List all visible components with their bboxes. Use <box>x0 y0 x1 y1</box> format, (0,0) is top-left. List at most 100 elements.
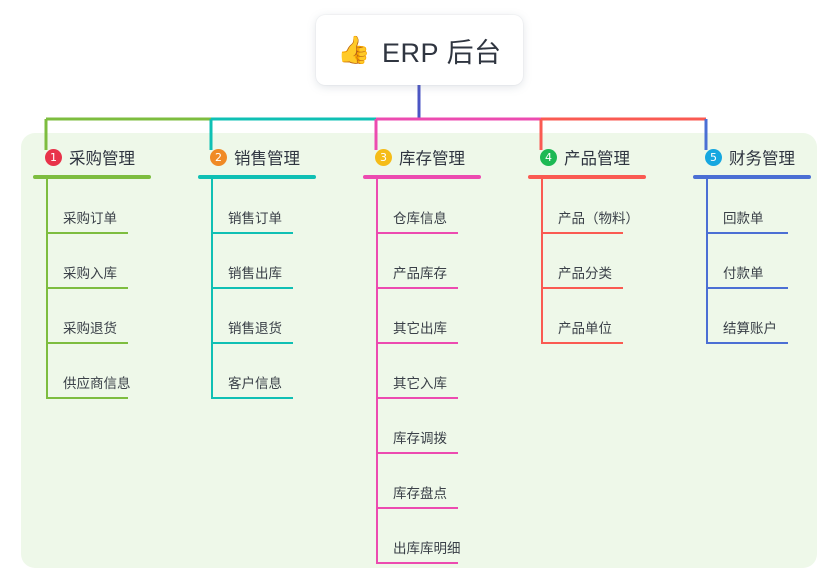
leaf-node-rule <box>376 452 458 454</box>
leaf-node[interactable]: 产品（物料） <box>528 179 646 234</box>
leaf-node-label: 付款单 <box>723 266 764 281</box>
leaf-node-rule <box>541 287 623 289</box>
branch-header-3[interactable]: 3 库存管理 <box>363 145 481 169</box>
leaf-node-rule <box>706 342 788 344</box>
branch-spine <box>376 179 378 564</box>
branch-number-badge: 4 <box>540 148 557 166</box>
leaf-node-rule <box>211 232 293 234</box>
leaf-node-label: 其它入库 <box>393 376 447 391</box>
leaf-node[interactable]: 产品单位 <box>528 289 646 344</box>
diagram-panel-background <box>21 133 817 568</box>
branch-column-4: 4 产品管理产品（物料） 产品分类产品单位 <box>528 145 646 344</box>
branch-title: 产品管理 <box>564 150 630 168</box>
branch-header-rule <box>33 175 151 179</box>
leaf-node-rule <box>376 342 458 344</box>
leaf-node-label: 销售退货 <box>228 321 282 336</box>
leaf-node-rule <box>46 397 128 399</box>
branch-header-rule <box>693 175 811 179</box>
leaf-node-label: 库存盘点 <box>393 486 447 501</box>
leaf-node-rule <box>376 287 458 289</box>
leaf-node[interactable]: 出库库明细 <box>363 509 481 564</box>
leaf-node-label: 产品（物料） <box>558 211 639 226</box>
leaf-node-label: 采购入库 <box>63 266 117 281</box>
branch-leaf-list: 销售订单销售出库销售退货客户信息 <box>198 179 316 399</box>
branch-title: 库存管理 <box>399 150 465 168</box>
leaf-node[interactable]: 其它出库 <box>363 289 481 344</box>
branch-column-3: 3 库存管理仓库信息产品库存其它出库其它入库库存调拨库存盘点出库库明细 <box>363 145 481 564</box>
leaf-node[interactable]: 客户信息 <box>198 344 316 399</box>
branch-number-badge: 5 <box>705 148 722 166</box>
leaf-node-rule <box>376 232 458 234</box>
branch-header-1[interactable]: 1 采购管理 <box>33 145 151 169</box>
leaf-node-rule <box>541 342 623 344</box>
leaf-node-label: 产品库存 <box>393 266 447 281</box>
leaf-node[interactable]: 采购入库 <box>33 234 151 289</box>
branch-leaf-list: 产品（物料） 产品分类产品单位 <box>528 179 646 344</box>
leaf-node-rule <box>376 562 458 564</box>
leaf-node-label: 销售订单 <box>228 211 282 226</box>
leaf-node[interactable]: 销售订单 <box>198 179 316 234</box>
branch-number-badge: 2 <box>210 148 227 166</box>
branch-column-1: 1 采购管理采购订单采购入库采购退货供应商信息 <box>33 145 151 399</box>
leaf-node-label: 采购退货 <box>63 321 117 336</box>
branch-leaf-list: 采购订单采购入库采购退货供应商信息 <box>33 179 151 399</box>
leaf-node-label: 仓库信息 <box>393 211 447 226</box>
leaf-node-label: 采购订单 <box>63 211 117 226</box>
thumbs-up-icon: 👍 <box>337 34 372 66</box>
leaf-node-rule <box>706 287 788 289</box>
leaf-node[interactable]: 回款单 <box>693 179 811 234</box>
branch-title: 财务管理 <box>729 150 795 168</box>
leaf-node[interactable]: 销售出库 <box>198 234 316 289</box>
leaf-node-label: 供应商信息 <box>63 376 131 391</box>
branch-column-2: 2 销售管理销售订单销售出库销售退货客户信息 <box>198 145 316 399</box>
leaf-node-rule <box>46 342 128 344</box>
leaf-node-rule <box>376 397 458 399</box>
leaf-node-label: 客户信息 <box>228 376 282 391</box>
leaf-node-rule <box>211 397 293 399</box>
branch-leaf-list: 回款单付款单结算账户 <box>693 179 811 344</box>
leaf-node-label: 库存调拨 <box>393 431 447 446</box>
leaf-node[interactable]: 结算账户 <box>693 289 811 344</box>
leaf-node[interactable]: 库存盘点 <box>363 454 481 509</box>
leaf-node-label: 回款单 <box>723 211 764 226</box>
leaf-node[interactable]: 产品分类 <box>528 234 646 289</box>
leaf-node[interactable]: 产品库存 <box>363 234 481 289</box>
leaf-node-label: 产品单位 <box>558 321 612 336</box>
branch-column-5: 5 财务管理回款单付款单结算账户 <box>693 145 811 344</box>
leaf-node-rule <box>46 287 128 289</box>
branch-header-rule <box>363 175 481 179</box>
branch-header-rule <box>198 175 316 179</box>
leaf-node-rule <box>706 232 788 234</box>
leaf-node[interactable]: 库存调拨 <box>363 399 481 454</box>
leaf-node-label: 销售出库 <box>228 266 282 281</box>
branch-leaf-list: 仓库信息产品库存其它出库其它入库库存调拨库存盘点出库库明细 <box>363 179 481 564</box>
leaf-node[interactable]: 采购订单 <box>33 179 151 234</box>
root-node-title: ERP 后台 <box>382 37 502 68</box>
leaf-node[interactable]: 供应商信息 <box>33 344 151 399</box>
leaf-node-rule <box>46 232 128 234</box>
branch-header-5[interactable]: 5 财务管理 <box>693 145 811 169</box>
branch-header-rule <box>528 175 646 179</box>
leaf-node[interactable]: 仓库信息 <box>363 179 481 234</box>
leaf-node-rule <box>211 342 293 344</box>
branch-spine <box>211 179 213 399</box>
leaf-node[interactable]: 其它入库 <box>363 344 481 399</box>
branch-header-2[interactable]: 2 销售管理 <box>198 145 316 169</box>
leaf-node[interactable]: 采购退货 <box>33 289 151 344</box>
branch-header-4[interactable]: 4 产品管理 <box>528 145 646 169</box>
leaf-node[interactable]: 付款单 <box>693 234 811 289</box>
branch-spine <box>46 179 48 399</box>
leaf-node-label: 其它出库 <box>393 321 447 336</box>
leaf-node-rule <box>211 287 293 289</box>
leaf-node[interactable]: 销售退货 <box>198 289 316 344</box>
root-node-card[interactable]: 👍 ERP 后台 <box>316 15 523 85</box>
leaf-node-rule <box>541 232 623 234</box>
branch-title: 销售管理 <box>234 150 300 168</box>
branch-number-badge: 3 <box>375 148 392 166</box>
branch-number-badge: 1 <box>45 148 62 166</box>
branch-spine <box>541 179 543 344</box>
branch-title: 采购管理 <box>69 150 135 168</box>
leaf-node-label: 出库库明细 <box>393 541 461 556</box>
leaf-node-rule <box>376 507 458 509</box>
